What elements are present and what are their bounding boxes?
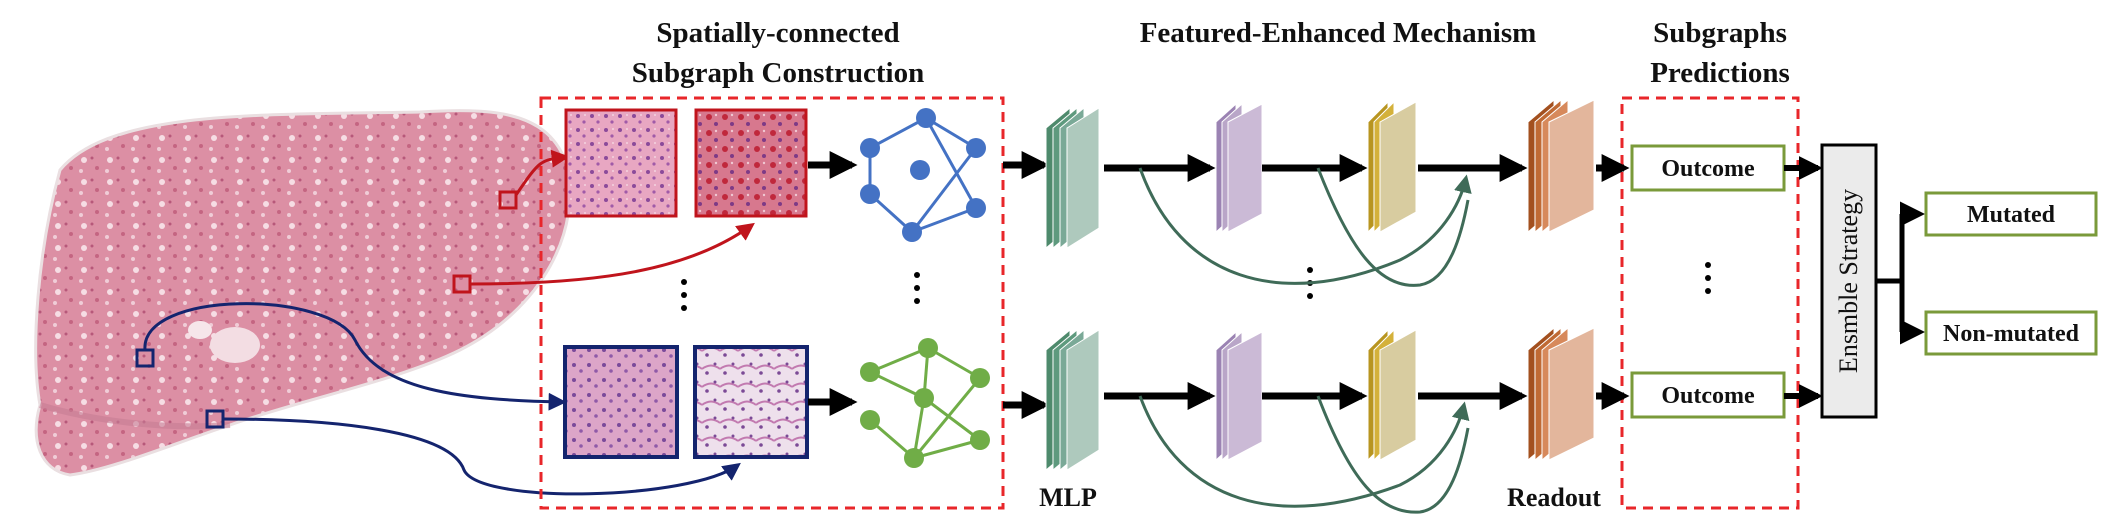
pred-title-line2: Predictions: [1650, 57, 1790, 89]
feature-stack-icon-mlp-top: [1045, 106, 1100, 250]
graph-icon-green: [860, 338, 990, 468]
arrow-red-2: [469, 222, 755, 286]
patch-image-navy-2: [693, 345, 809, 459]
pred-title-line1: Subgraphs: [1653, 17, 1787, 49]
outcome-label-bottom: Outcome: [1661, 383, 1755, 409]
non-mutated-label: Non-mutated: [1943, 321, 2080, 347]
skip-arrow-bottom-2: [1316, 395, 1470, 514]
feature-title: Featured-Enhanced Mechanism: [1140, 17, 1537, 49]
feature-stack-icon-gold-top: [1367, 100, 1417, 234]
tissue-slide-image: [34, 109, 572, 477]
ensemble-strategy-box: [1820, 143, 1878, 419]
graph-icon-blue: [860, 108, 986, 242]
feature-stack-icon-mlp-bottom: [1045, 328, 1100, 472]
non-mutated-box: [1924, 310, 2098, 356]
feature-stack-icon-gold-bottom: [1367, 328, 1417, 462]
subgraph-title-line2: Subgraph Construction: [632, 57, 925, 89]
readout-label: Readout: [1507, 483, 1601, 512]
patch-image-navy-1: [563, 345, 679, 459]
arrow-navy-2: [222, 417, 741, 496]
ensemble-strategy-label: Ensmble Strategy: [1834, 189, 1863, 373]
arrow-red-1: [514, 149, 570, 196]
feature-stack-icon-copper-bottom: [1527, 326, 1595, 462]
patch-image-red-2: [694, 108, 808, 218]
outcome-box-top: [1630, 144, 1786, 192]
feature-stack-icon-purple-top: [1215, 102, 1263, 234]
arrow-navy-1: [143, 302, 567, 411]
outcome-label-top: Outcome: [1661, 156, 1755, 182]
skip-arrow-bottom-1: [1138, 395, 1470, 508]
outcome-box-bottom: [1630, 371, 1786, 419]
mlp-label: MLP: [1039, 483, 1097, 512]
feature-stack-icon-copper-top: [1527, 98, 1595, 234]
mutated-box: [1924, 191, 2098, 237]
skip-arrow-top-1: [1138, 167, 1472, 285]
feature-stack-icon-purple-bottom: [1215, 330, 1263, 462]
predictions-frame: [1620, 96, 1800, 510]
mutated-label: Mutated: [1967, 202, 2056, 228]
subgraph-construction-frame: [539, 96, 1005, 510]
vertical-ellipsis-icon: [681, 262, 1711, 311]
patch-marker-red-1: [498, 190, 518, 210]
patch-image-red-1: [564, 108, 678, 218]
subgraph-title-line1: Spatially-connected: [656, 17, 899, 49]
skip-arrow-top-2: [1316, 167, 1470, 287]
branch-connector: [1876, 201, 1925, 345]
